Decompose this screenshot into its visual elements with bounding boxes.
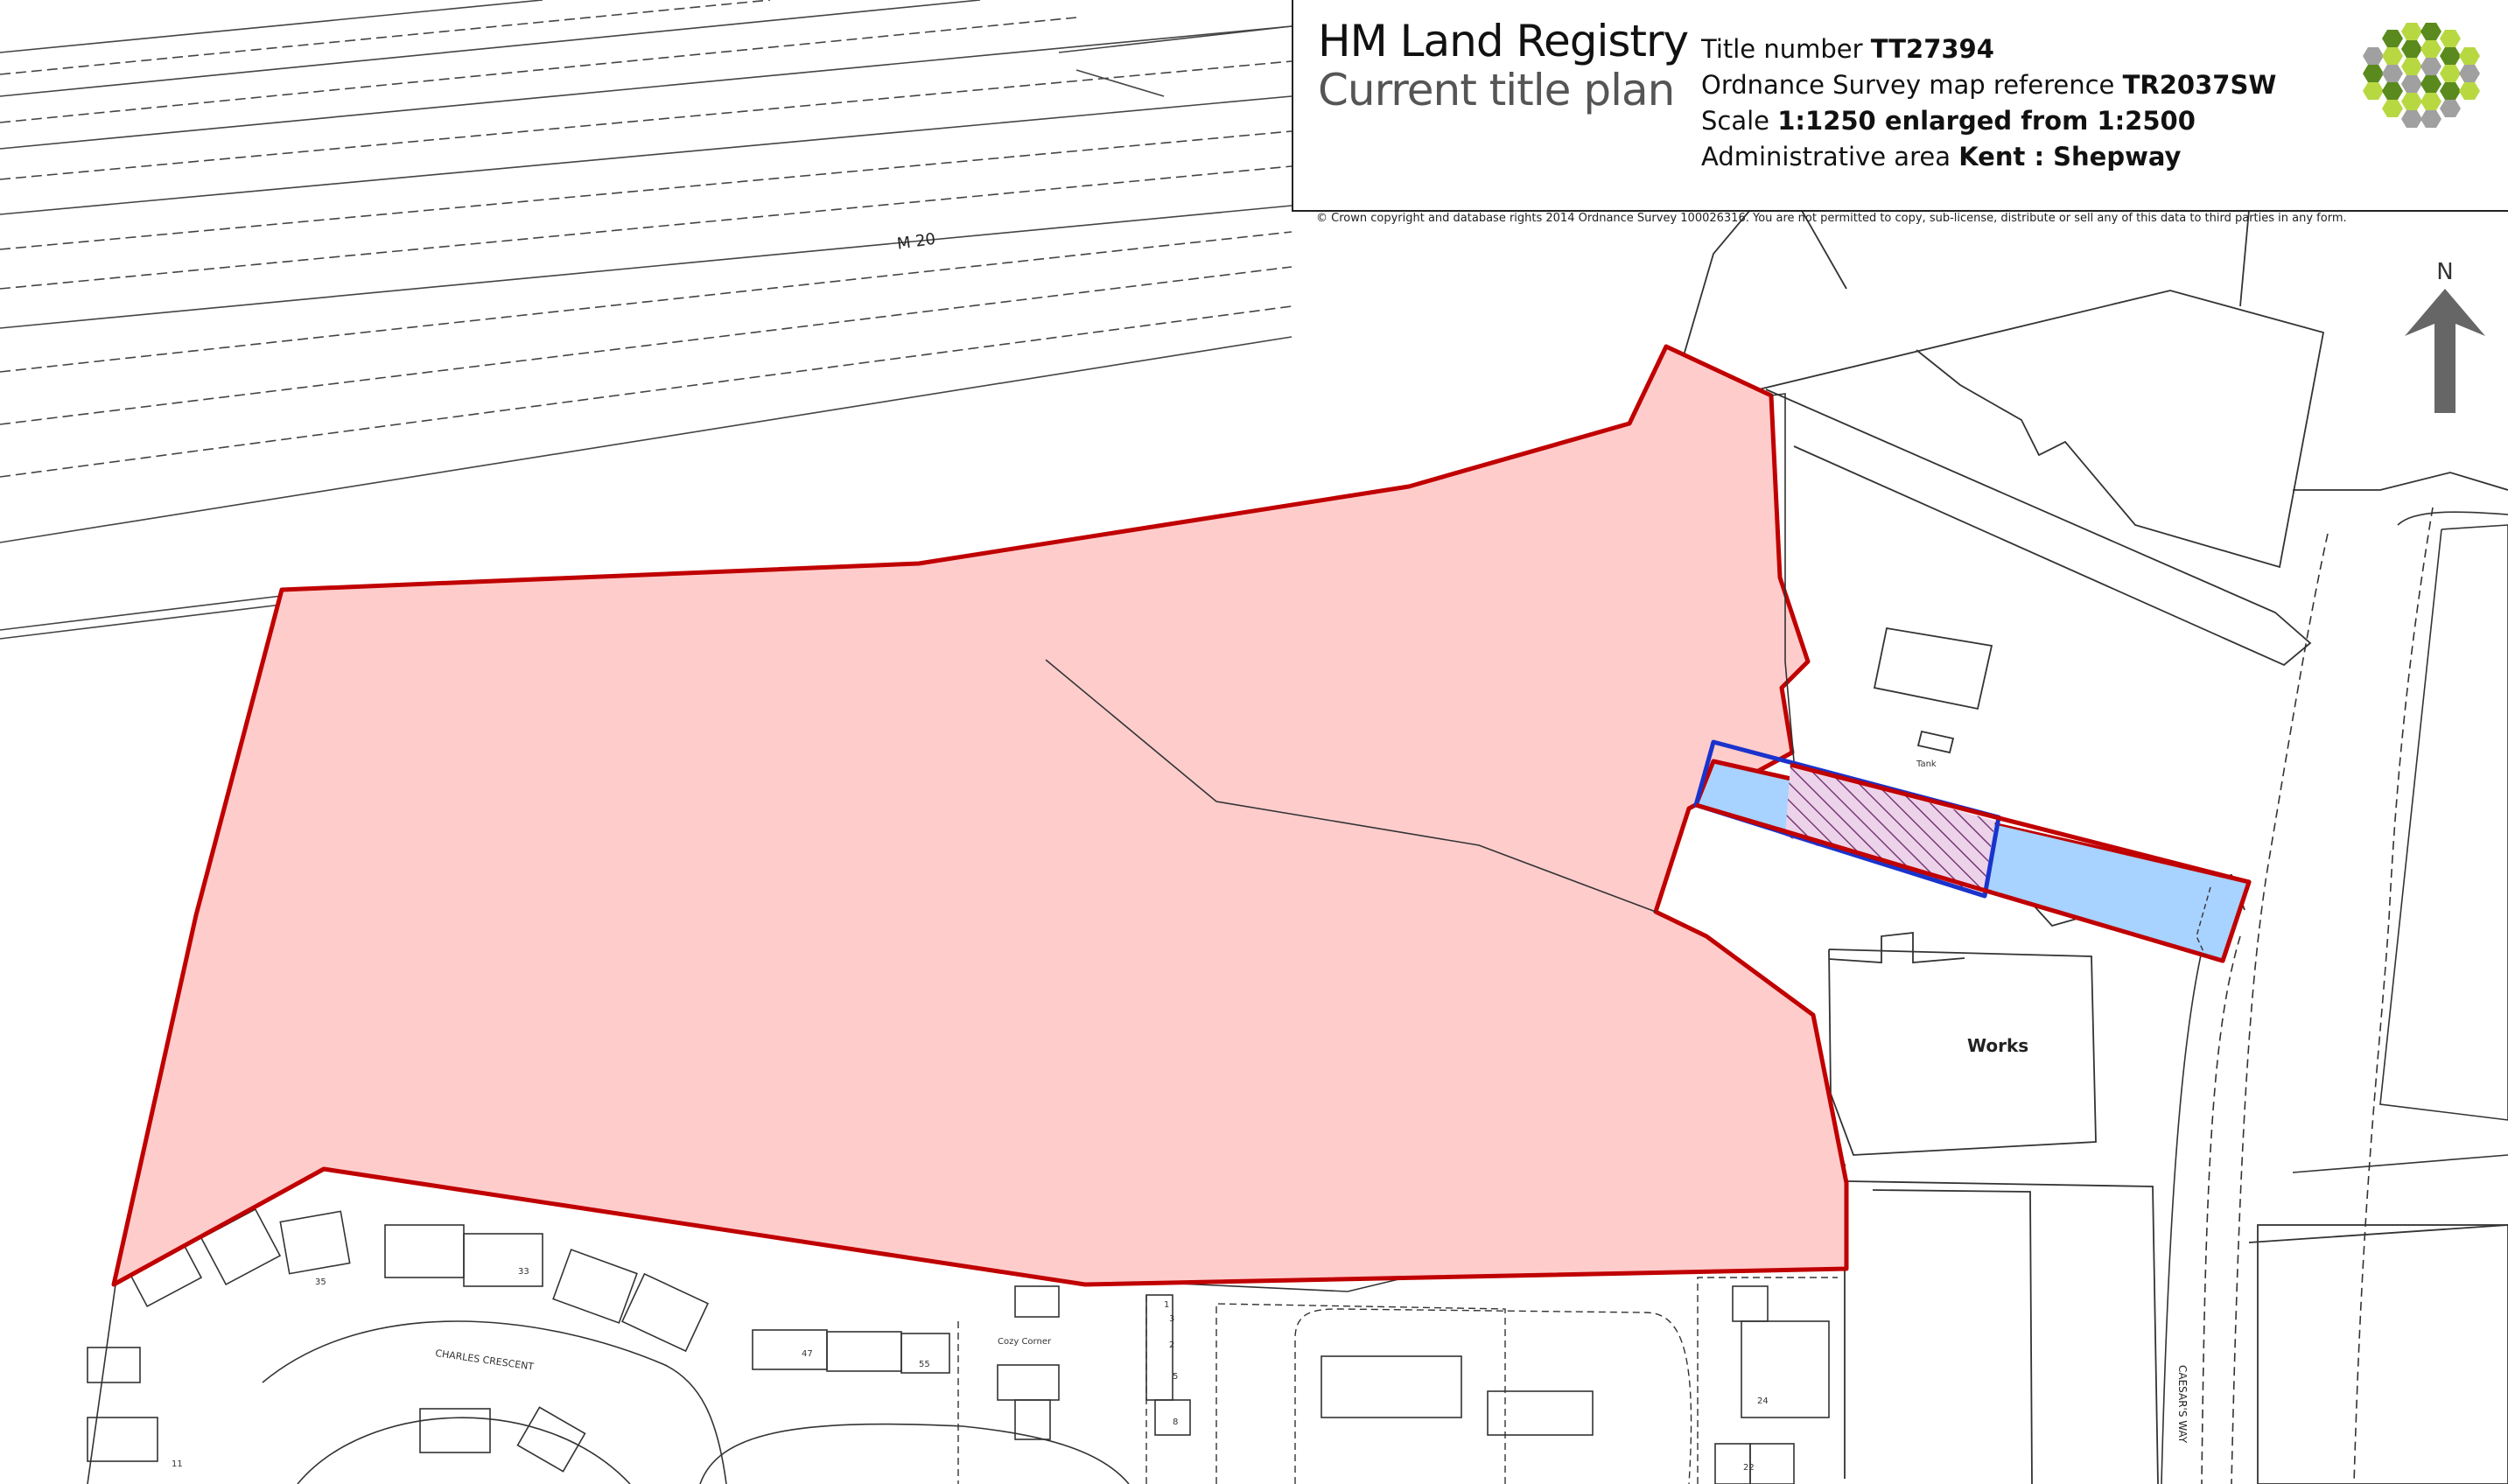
house-number-1: 1 <box>1164 1300 1169 1310</box>
title-extent-area <box>111 344 1849 1287</box>
plan-subtitle: Current title plan <box>1318 65 1675 116</box>
house-label-cozy-corner: Cozy Corner <box>998 1337 1052 1347</box>
works-label: Works <box>1967 1035 2028 1056</box>
tank-label: Tank <box>1916 760 1937 769</box>
house-number-33: 33 <box>518 1267 529 1277</box>
os-reference-row: Ordnance Survey map reference TR2037SW <box>1701 67 2276 103</box>
title-number-row: Title number TT27394 <box>1701 32 2276 67</box>
title-number: TT27394 <box>1870 34 1994 64</box>
access-strip-red-top <box>1695 762 2252 963</box>
north-label: N <box>2436 259 2454 285</box>
north-east-edge-line <box>1770 393 1795 762</box>
hatched-overlap-area <box>1785 765 1995 894</box>
southern-housing-dashed <box>957 1277 1838 1484</box>
house-number-3: 3 <box>1169 1314 1174 1324</box>
admin-area-label: Administrative area <box>1701 142 1959 172</box>
house-number-8: 8 <box>1173 1418 1178 1427</box>
motorway-label: M 20 <box>896 230 937 254</box>
scale-row: Scale 1:1250 enlarged from 1:2500 <box>1701 103 2276 139</box>
house-number-47: 47 <box>802 1349 813 1359</box>
internal-field-boundary <box>1045 659 1657 913</box>
easement-blue-strip-east <box>1983 824 2247 959</box>
street-label-caesars-way: CAESAR'S WAY <box>2176 1365 2189 1444</box>
title-details: Title number TT27394 Ordnance Survey map… <box>1701 32 2276 175</box>
os-reference: TR2037SW <box>2122 70 2277 100</box>
title-number-label: Title number <box>1701 34 1871 64</box>
brand-title: HM Land Registry <box>1318 16 1689 66</box>
access-strip-end-markers <box>2196 886 2211 956</box>
house-number-55: 55 <box>919 1360 930 1369</box>
street-label-charles-crescent: CHARLES CRESCENT <box>435 1348 535 1373</box>
motorway-lines <box>0 0 1293 640</box>
north-arrow-icon <box>2405 289 2485 413</box>
scale-value: 1:1250 enlarged from 1:2500 <box>1777 106 2196 136</box>
caesars-way-road <box>2161 507 2508 1484</box>
works-area <box>1828 931 2508 1484</box>
north-arrow: N <box>2403 259 2487 413</box>
house-number-22: 22 <box>1743 1463 1755 1473</box>
os-reference-label: Ordnance Survey map reference <box>1701 70 2123 100</box>
scale-label: Scale <box>1701 106 1778 136</box>
house-number-2: 2 <box>1169 1340 1174 1350</box>
house-number-24: 24 <box>1757 1396 1769 1406</box>
title-plan-header: HM Land Registry Current title plan Titl… <box>1292 0 2508 212</box>
admin-area-row: Administrative area Kent : Shepway <box>1701 139 2276 175</box>
admin-area: Kent : Shepway <box>1958 142 2182 172</box>
land-registry-logo <box>2363 23 2480 128</box>
house-number-35: 35 <box>315 1278 326 1287</box>
copyright-notice: © Crown copyright and database rights 20… <box>1316 212 2347 225</box>
house-number-5: 5 <box>1173 1372 1178 1382</box>
house-number-11: 11 <box>172 1460 183 1469</box>
